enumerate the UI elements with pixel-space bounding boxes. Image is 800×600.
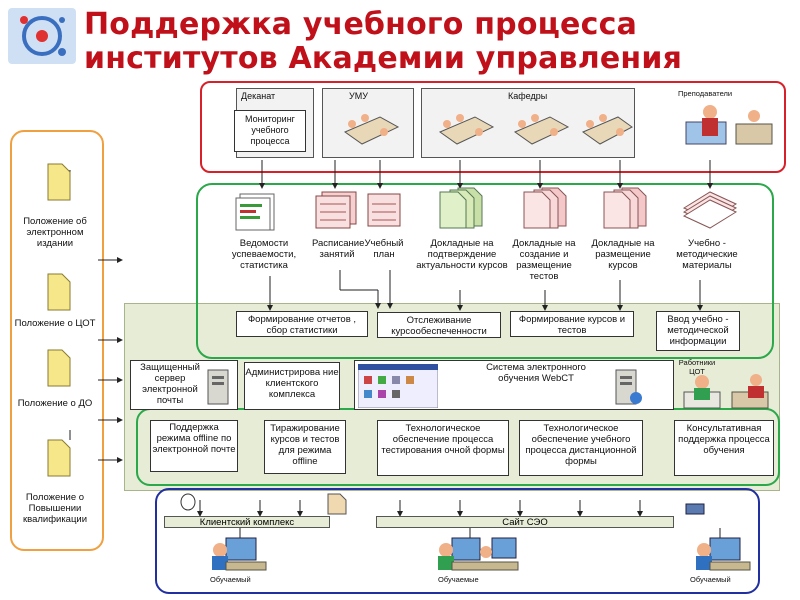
kafedry-label: Кафедры <box>508 91 548 101</box>
monitoring-box: Мониторинг учебного процесса <box>234 110 306 152</box>
otchety-box: Формирование отчетов , сбор статистики <box>236 311 368 337</box>
vedomosti-label: Ведомости успеваемости, статистика <box>231 238 297 271</box>
offline-box: Поддержка режима offline по электронной … <box>150 420 238 472</box>
site-sco-bar: Сайт СЭО <box>376 516 674 528</box>
secure-mail-label: Защищенный сервер электронной почты <box>140 362 200 406</box>
report-sheets-icon <box>235 193 275 231</box>
document-icon <box>47 439 71 477</box>
memo-green-icon <box>439 187 483 229</box>
plan-sheet-icon <box>367 193 401 227</box>
title-line-2: институтов Академии управления <box>84 41 683 76</box>
kafedry-box <box>421 88 635 158</box>
client-complex-bar: Клиентский комплекс <box>164 516 330 528</box>
student-icon <box>696 537 751 571</box>
regulation-pk-label: Положение о Повышении квалификации <box>22 492 88 525</box>
regulation-do-label: Положение о ДО <box>17 398 93 409</box>
meeting-table-icon <box>581 114 633 145</box>
doklad-aktual-label: Докладные на подтверждение актуальности … <box>416 238 508 271</box>
webct-label: Система электронного обучения WebCT <box>486 362 586 384</box>
teachers-icon <box>685 105 773 145</box>
student-label-3: Обучаемый <box>690 575 731 584</box>
tirazh-box: Тиражирование курсов и тестов для режима… <box>264 420 346 474</box>
metod-label: Учебно - методические материалы <box>676 238 738 271</box>
tech-dist-box: Технологическое обеспечение учебного про… <box>519 420 643 476</box>
webct-screenshot-icon <box>358 364 438 408</box>
student-label-2: Обучаемые <box>438 575 479 584</box>
disk-icon <box>180 493 196 511</box>
memo-pink-icon <box>603 187 647 229</box>
consult-box: Консультативная поддержка процесса обуче… <box>674 420 774 476</box>
kursy-testy-box: Формирование курсов и тестов <box>510 311 634 337</box>
workers-icon <box>683 374 769 409</box>
phone-icon <box>685 503 705 515</box>
document-icon <box>327 493 347 515</box>
plan-label: Учебный план <box>364 238 404 260</box>
otslezh-box: Отслеживание курсообеспеченности <box>377 312 501 338</box>
clients-region <box>155 488 760 594</box>
title-line-1: Поддержка учебного процесса <box>84 7 638 42</box>
student-label-1: Обучаемый <box>210 575 251 584</box>
meeting-table-icon <box>343 114 400 145</box>
document-icon <box>47 163 71 201</box>
workers-label: Работники ЦОТ <box>678 358 716 376</box>
schedule-sheets-icon <box>315 191 357 229</box>
tech-test-box: Технологическое обеспечение процесса тес… <box>377 420 509 476</box>
umu-label: УМУ <box>349 91 368 101</box>
documents-region <box>196 183 774 359</box>
doklad-testy-label: Докладные на создание и размещение тесто… <box>512 238 576 282</box>
document-icon <box>47 273 71 311</box>
materials-stack-icon <box>682 191 738 229</box>
admin-box: Администрирова ние клиентского комплекса <box>244 362 340 410</box>
document-icon <box>47 349 71 387</box>
server-icon <box>615 369 642 405</box>
management-region <box>200 81 786 173</box>
logo-icon <box>8 8 76 64</box>
vvod-box: Ввод учебно - методической информации <box>656 311 740 351</box>
server-icon <box>207 369 229 405</box>
doklad-kursy-label: Докладные на размещение курсов <box>591 238 655 271</box>
student-icon <box>212 537 267 571</box>
meeting-table-icon <box>438 114 495 145</box>
page-title: Поддержка учебного процесса институтов А… <box>84 8 794 76</box>
memo-pink-icon <box>523 187 567 229</box>
raspisanie-label: Расписание занятий <box>312 238 365 260</box>
regulation-cot-label: Положение о ЦОТ <box>14 318 96 329</box>
dekanat-label: Деканат <box>241 91 276 101</box>
meeting-table-icon <box>513 114 570 145</box>
prepodavateli-label: Преподаватели <box>678 89 733 98</box>
regulation-ed-label: Положение об электронном издании <box>23 216 87 249</box>
students-icon <box>438 537 519 571</box>
